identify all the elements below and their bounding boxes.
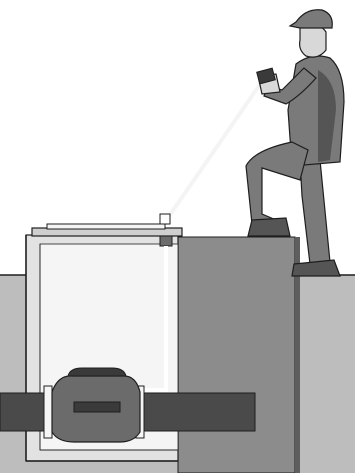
probe-socket xyxy=(160,236,172,246)
pipe-flange-left xyxy=(44,386,52,438)
water-meter-register xyxy=(68,368,126,376)
worker-front-boot xyxy=(248,218,290,236)
pit-wall xyxy=(178,237,295,473)
vault-lid-top xyxy=(47,224,165,229)
water-pipe-right xyxy=(140,393,255,431)
reading-wand-tip xyxy=(160,214,170,224)
worker-head xyxy=(300,24,326,57)
water-meter-band xyxy=(74,402,120,412)
